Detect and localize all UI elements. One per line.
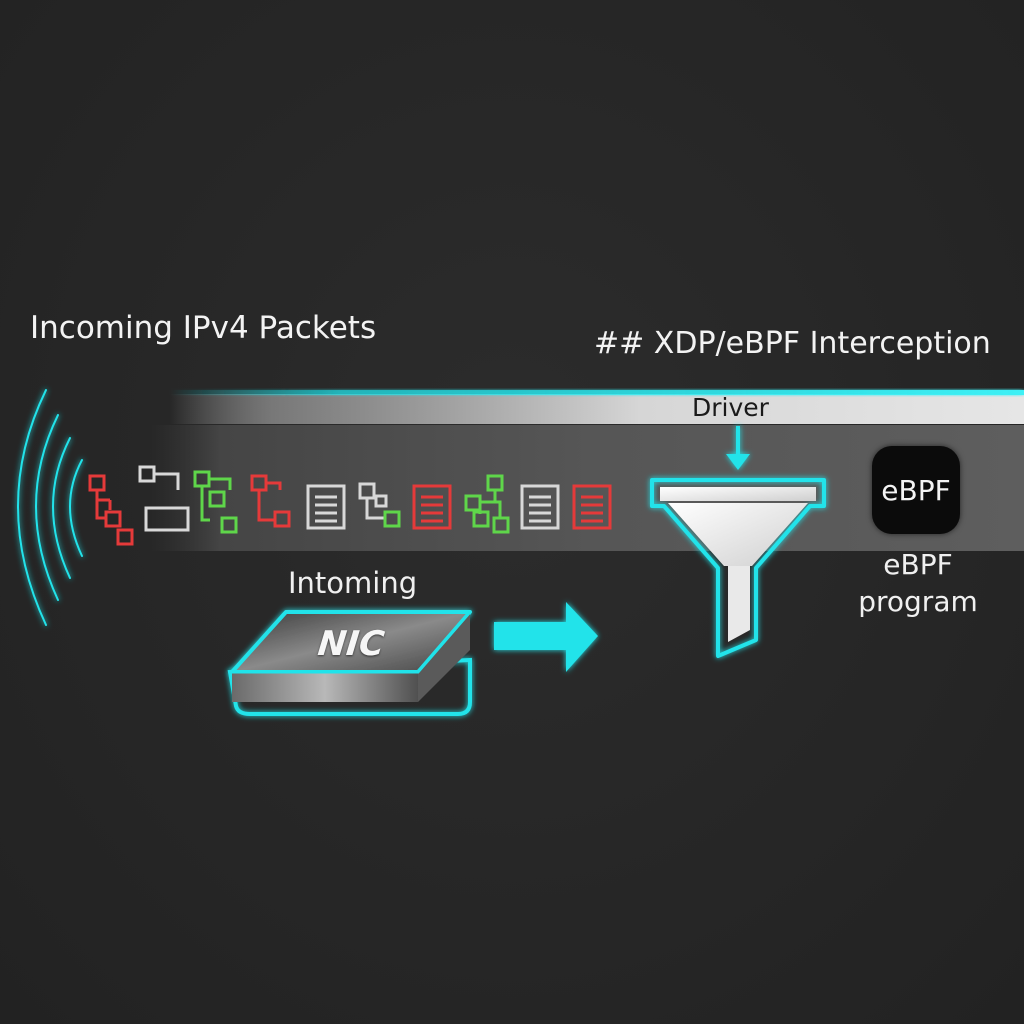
funnel-filter-icon <box>650 478 826 658</box>
nic-label: NIC <box>315 624 387 664</box>
right-arrow-icon <box>494 602 598 672</box>
ebpf-badge: eBPF <box>872 446 960 534</box>
intoming-label: Intoming <box>288 566 418 600</box>
packet-icon-white <box>138 465 190 532</box>
incoming-packets-title: Incoming IPv4 Packets <box>30 310 377 346</box>
packet-icon-red <box>88 474 134 546</box>
driver-bar <box>170 394 1024 424</box>
ebpf-program-label: eBPF program <box>858 548 978 618</box>
ebpf-badge-label: eBPF <box>881 474 951 507</box>
packet-icon-green <box>193 470 238 534</box>
packet-icon-white <box>358 482 401 528</box>
packet-icon-red <box>250 474 291 528</box>
packet-doc-icon-white <box>520 484 560 530</box>
packet-doc-icon-red <box>412 484 452 530</box>
nic-card <box>227 610 472 716</box>
driver-label: Driver <box>692 393 769 422</box>
down-arrow-icon <box>726 426 750 470</box>
packet-doc-icon-white <box>306 484 346 530</box>
signal-waves-icon <box>17 389 83 626</box>
packet-stream <box>88 465 612 546</box>
interception-title: ## XDP/eBPF Interception <box>594 326 991 361</box>
driver-bar-cyan-edge <box>170 390 1024 395</box>
packet-doc-icon-red <box>572 484 612 530</box>
packet-icon-green <box>464 474 510 534</box>
